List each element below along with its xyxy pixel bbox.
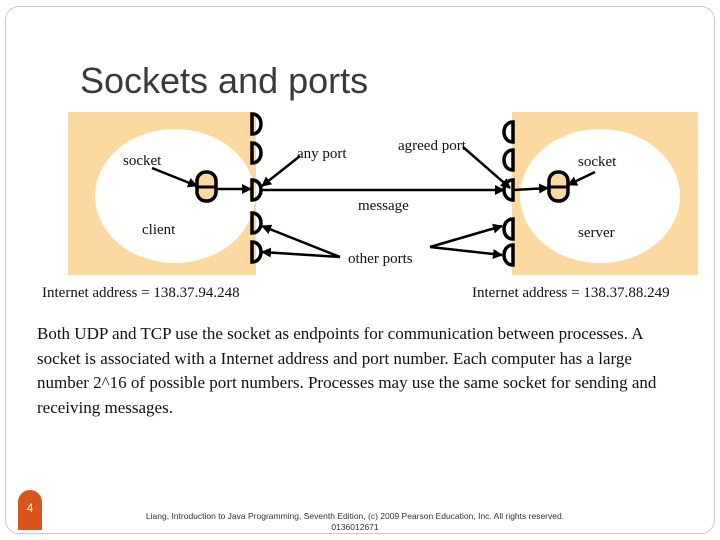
server-socket-arrow-2 [567,170,596,187]
page-number-badge: 4 [18,490,42,530]
agreed-port-arrow [462,146,511,189]
client-address: Internet address = 138.37.94.248 [42,285,240,301]
label-agreed-port: agreed port [398,138,466,154]
label-server: server [578,225,615,241]
slide-body-text: Both UDP and TCP use the socket as endpo… [37,324,657,417]
server-port-1 [502,120,515,144]
client-ellipse [95,129,255,263]
slide-footer: Liang, Introduction to Java Programming,… [145,511,565,532]
label-other-ports: other ports [348,251,413,267]
client-port-3 [250,178,263,202]
server-port-2 [502,148,515,172]
label-socket-server: socket [578,154,617,170]
client-port-2 [250,141,263,165]
diagram-arrows [151,146,596,259]
client-ports [250,112,263,264]
label-socket-client: socket [123,153,162,169]
client-port-5 [250,240,263,264]
client-port-4 [250,211,263,235]
server-ellipse [520,129,680,263]
server-ports [502,120,515,267]
other-ports-arrow-right-2 [429,245,503,259]
client-port-1 [250,112,263,136]
slide-title: Sockets and ports [80,60,369,101]
any-port-arrow [261,155,301,187]
other-ports-arrow-right-1 [429,223,503,249]
label-any-port: any port [297,146,347,162]
server-address: Internet address = 138.37.88.249 [472,285,670,301]
socket-to-port-arrow [151,166,198,188]
label-message: message [358,198,409,214]
server-socket-arrow [513,183,549,194]
other-ports-arrow-left-2 [261,247,341,259]
server-port-5 [502,243,515,267]
other-ports-arrow-left-1 [261,224,341,259]
server-port-4 [502,217,515,241]
label-client: client [142,222,176,238]
